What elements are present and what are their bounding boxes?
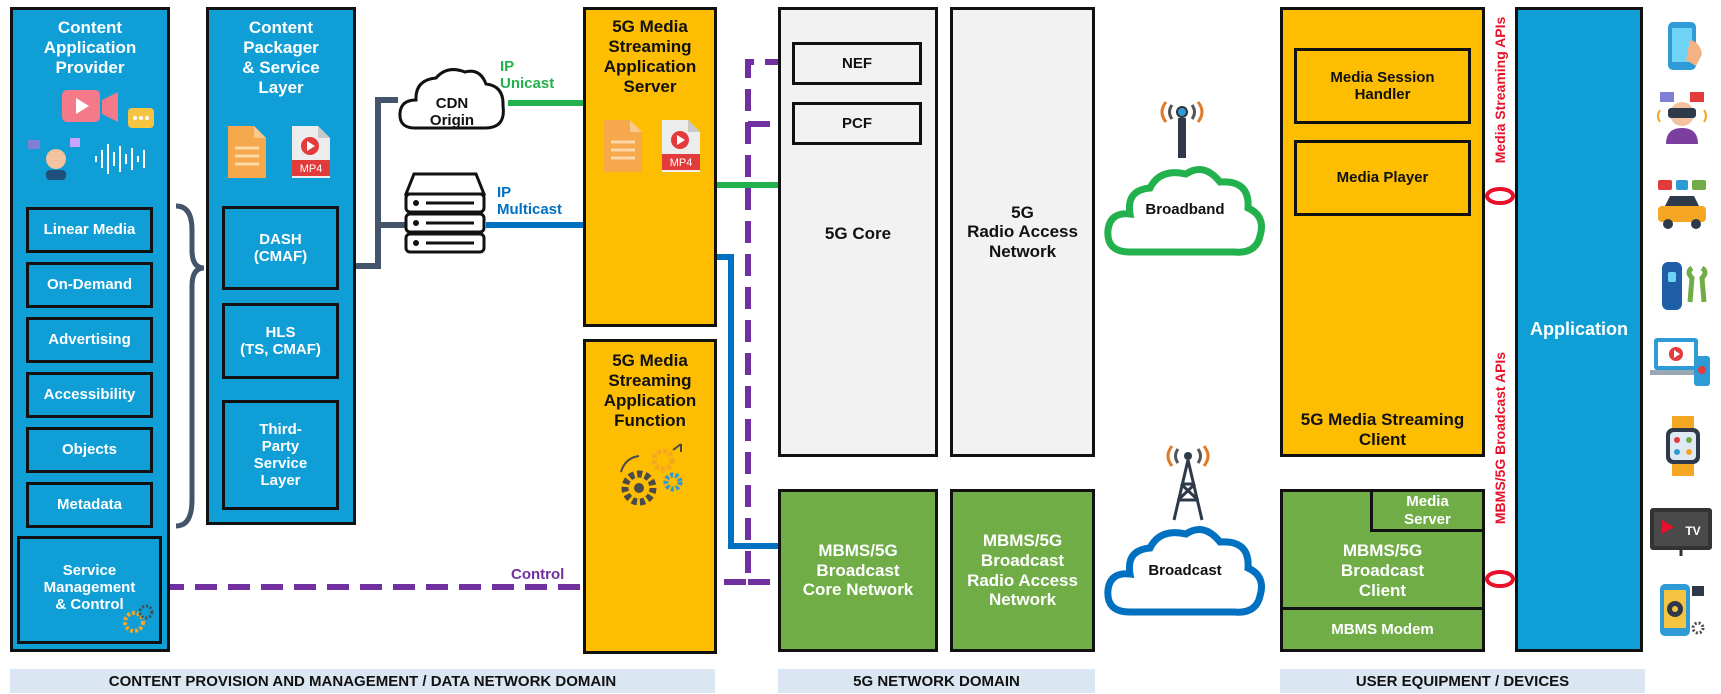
phone-icon [1668,22,1702,70]
mp4-file-icon [292,126,330,178]
mbms-radio-access-network: MBMS/5G Broadcast Radio Access Network [950,489,1095,652]
api-connector-bottom-icon [1485,570,1515,588]
vr-headset-icon [1657,92,1707,144]
service-management-box [17,536,162,644]
mbms-modem: MBMS Modem [1280,607,1485,652]
broadcast-label: Broadcast [1148,562,1222,579]
broadband-cloud-icon [1104,166,1265,256]
cdn-origin-label: CDN Origin [429,95,475,129]
broadcast-tower-icon [1166,445,1210,521]
connected-car-icon [1658,180,1706,229]
objects-item: Objects [26,427,153,473]
mbms-broadcast-apis-label: MBMS/5G Broadcast APIs [1492,351,1508,525]
5g-network-domain-label: 5G NETWORK DOMAIN [778,669,1095,693]
server-mbms-line [716,254,780,549]
ip-multicast-label: IP Multicast [497,184,563,218]
nef-box: NEF [792,42,922,85]
broadband-label: Broadband [1145,201,1225,218]
broadcast-cloud-icon [1104,526,1265,616]
server-mp4-label: MP4 [669,157,693,169]
control-label: Control [511,566,565,583]
ms-application-server-title: 5G Media Streaming Application Server [603,17,697,97]
linear-media-item: Linear Media [26,207,153,253]
cdn-origin-cloud-icon [398,68,505,130]
media-server: Media Server [1370,489,1485,532]
music-phone-icon [1660,584,1705,636]
document-icon [228,126,266,178]
dash-cmaf-item: DASH (CMAF) [222,206,339,290]
mbms-client-label: MBMS/5G Broadcast Client [1340,541,1425,600]
provider-title: Content Application Provider [43,18,137,78]
mbms-core-network: MBMS/5G Broadcast Core Network [778,489,938,652]
function-gears-icon [620,443,683,506]
server-stack-icon [404,172,487,254]
content-provision-domain-label: CONTENT PROVISION AND MANAGEMENT / DATA … [10,669,715,693]
user-equipment-domain-label: USER EQUIPMENT / DEVICES [1280,669,1645,693]
ms-client-label: 5G Media Streaming Client [1300,410,1465,449]
brace [175,203,205,529]
tv-icon [1650,508,1712,556]
service-management-label: Service Management & Control [43,562,136,613]
broadband-antenna-icon [1160,101,1204,158]
media-content-icon [28,90,154,180]
accessibility-item: Accessibility [26,372,153,418]
service-line [356,97,398,269]
packager-mp4-label: MP4 [299,163,323,175]
pcf-box: PCF [792,102,922,145]
third-party-service-layer-item: Third- Party Service Layer [222,400,339,510]
metadata-item: Metadata [26,482,153,528]
tv-label: TV [1685,524,1701,538]
api-connector-top-icon [1485,187,1515,205]
5g-radio-access-network: 5G Radio Access Network [950,7,1095,457]
ip-unicast-label: IP Unicast [500,58,555,92]
5g-core-label: 5G Core [824,224,892,243]
control-core-line [724,59,792,585]
laptop-icon [1650,338,1710,386]
application-box: Application [1515,7,1643,652]
gears-icon [123,604,154,633]
media-streaming-apis-label: Media Streaming APIs [1492,16,1508,164]
server-mp4-file-icon [662,120,700,172]
on-demand-item: On-Demand [26,262,153,308]
advertising-item: Advertising [26,317,153,363]
packager-title: Content Packager & Service Layer [242,18,320,98]
media-session-handler: Media Session Handler [1294,48,1471,124]
ms-application-function-title: 5G Media Streaming Application Function [603,351,697,431]
server-document-icon [604,120,642,172]
media-player: Media Player [1294,140,1471,216]
smartwatch-icon [1666,416,1700,476]
earbuds-icon [1662,262,1708,310]
hls-item: HLS (TS, CMAF) [222,303,339,379]
